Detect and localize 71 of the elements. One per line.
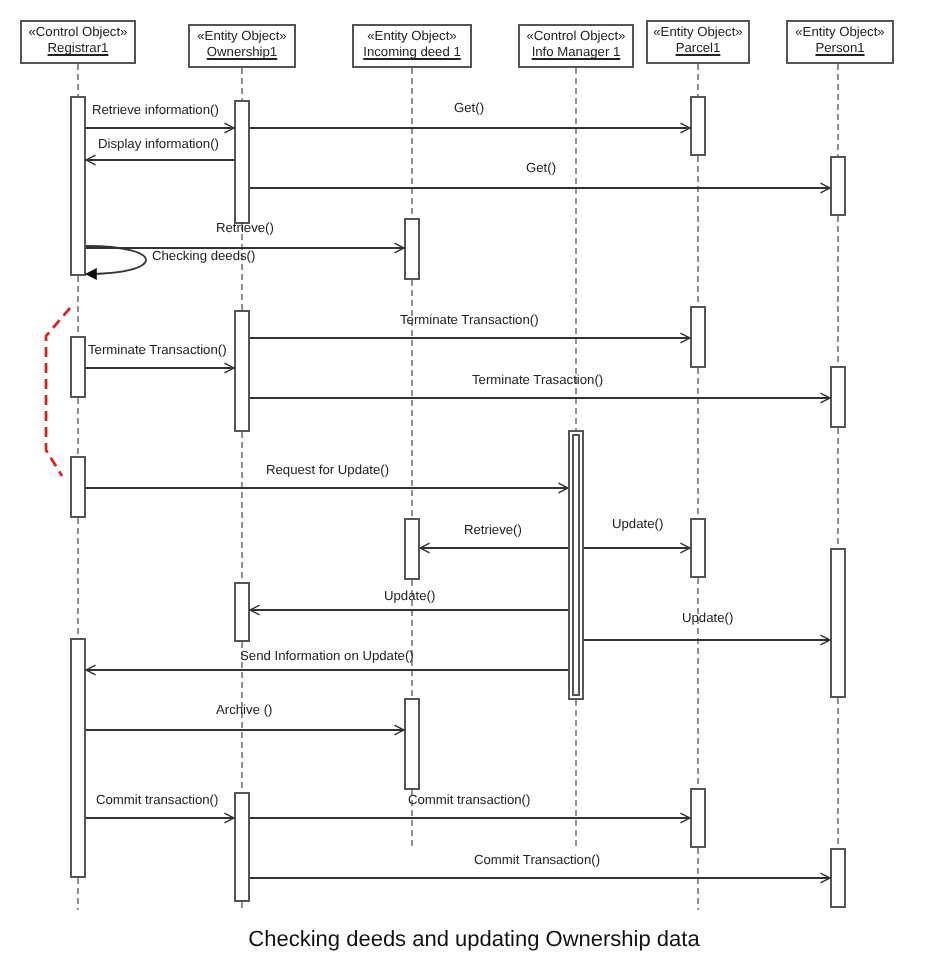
lifeline	[411, 789, 413, 851]
message-arrow	[583, 542, 691, 554]
activation-bar	[690, 306, 706, 368]
message-arrow	[249, 872, 831, 884]
message-arrow	[85, 482, 569, 494]
activation-bar	[690, 96, 706, 156]
participant-box	[518, 24, 634, 68]
lifeline	[697, 847, 699, 911]
message-arrow	[249, 604, 569, 616]
lifeline	[77, 397, 79, 457]
lifeline	[411, 67, 413, 219]
message-arrow	[85, 122, 235, 134]
lifeline	[575, 67, 577, 431]
lifeline	[77, 275, 79, 337]
participant-box	[786, 20, 894, 64]
activation-bar	[830, 156, 846, 216]
activation-bar	[234, 792, 250, 902]
lifeline	[837, 63, 839, 157]
activation-bar	[70, 336, 86, 398]
message-arrow	[85, 724, 405, 736]
lifeline	[837, 215, 839, 367]
lifeline	[241, 641, 243, 793]
lifeline	[77, 517, 79, 639]
participant-box	[646, 20, 750, 64]
activation-bar	[234, 100, 250, 224]
message-arrow	[249, 122, 691, 134]
message-arrow	[249, 332, 691, 344]
lifeline	[77, 63, 79, 97]
message-arrow	[419, 542, 569, 554]
message-arrow	[249, 812, 691, 824]
message-arrow	[85, 154, 235, 166]
message-arrow	[249, 392, 831, 404]
message-arrow	[249, 182, 831, 194]
activation-bar	[70, 638, 86, 878]
participant-box	[352, 24, 472, 68]
activation-bar	[70, 96, 86, 276]
message-arrow	[85, 362, 235, 374]
activation-bar	[830, 848, 846, 908]
activation-bar	[234, 310, 250, 432]
activation-bar	[830, 548, 846, 698]
lifeline	[411, 579, 413, 699]
lifeline	[241, 67, 243, 101]
lifeline	[241, 431, 243, 583]
lifeline	[697, 63, 699, 97]
activation-bar	[404, 518, 420, 580]
message-arrow	[85, 242, 405, 254]
lifeline	[697, 577, 699, 789]
activation-bar	[404, 698, 420, 790]
activation-bar	[690, 788, 706, 848]
lifeline	[241, 223, 243, 311]
message-arrow	[583, 634, 831, 646]
activation-bar	[70, 456, 86, 518]
lifeline	[77, 877, 79, 911]
activation-bar	[568, 430, 584, 700]
participant-box	[20, 20, 136, 64]
lifeline	[575, 699, 577, 851]
activation-bar	[404, 218, 420, 280]
lifeline	[241, 901, 243, 911]
self-call-arrow	[84, 245, 147, 280]
activation-bar	[690, 518, 706, 578]
lifeline	[697, 155, 699, 307]
caption: Checking deeds and updating Ownership data	[248, 928, 700, 952]
participant-box	[188, 24, 296, 68]
activation-bar	[234, 582, 250, 642]
message-arrow	[85, 664, 569, 676]
lifeline	[837, 697, 839, 849]
message-arrow	[85, 812, 235, 824]
lifeline	[837, 427, 839, 549]
lifeline	[697, 367, 699, 519]
lifeline	[411, 279, 413, 519]
activation-bar	[830, 366, 846, 428]
